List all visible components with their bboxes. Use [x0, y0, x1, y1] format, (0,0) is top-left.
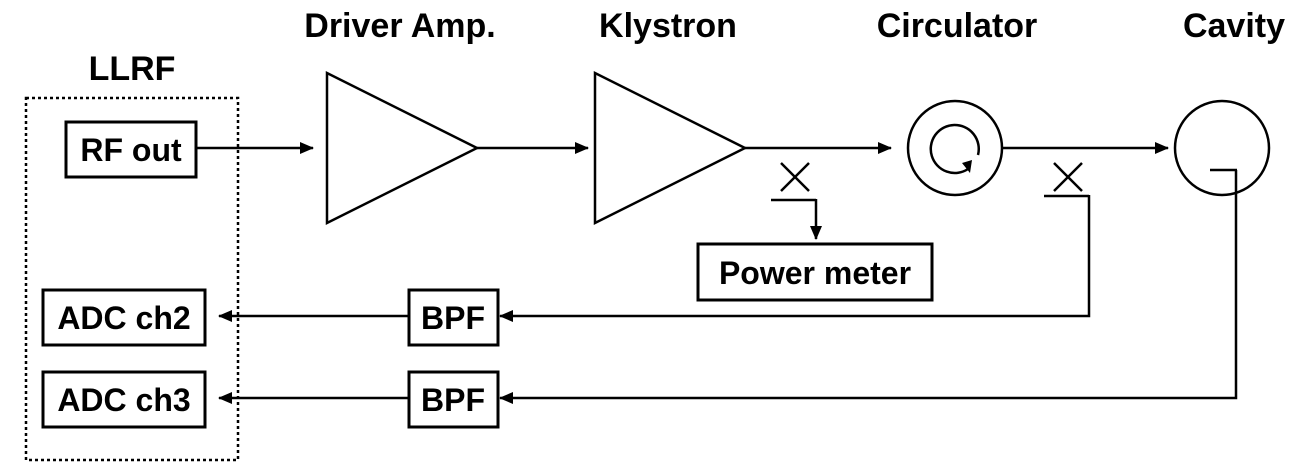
cavity-label: Cavity — [1183, 7, 1285, 45]
rf-out-label: RF out — [80, 132, 182, 168]
bpf-lower-label: BPF — [421, 382, 485, 418]
klystron-triangle — [593, 70, 748, 226]
power-meter-box: Power meter — [696, 242, 934, 302]
adc-ch2-label: ADC ch2 — [57, 300, 190, 336]
bpf-upper-box: BPF — [407, 288, 500, 347]
llrf-enclosure — [24, 96, 240, 462]
bpf-upper-label: BPF — [421, 300, 485, 336]
driver-amp-triangle — [325, 70, 480, 226]
llrf-label: LLRF — [89, 50, 176, 88]
klystron-label: Klystron — [599, 7, 737, 45]
cavity-symbol — [1173, 99, 1271, 197]
adc-ch3-box: ADC ch3 — [41, 370, 207, 429]
adc-ch3-label: ADC ch3 — [57, 382, 190, 418]
rf-out-box: RF out — [64, 120, 198, 179]
circulator-symbol — [906, 99, 1004, 197]
directional-coupler-1 — [771, 162, 822, 240]
directional-coupler-2 — [499, 162, 1091, 322]
adc-ch2-box: ADC ch2 — [41, 288, 207, 347]
power-meter-label: Power meter — [719, 255, 911, 291]
driver-amp-label: Driver Amp. — [304, 7, 495, 45]
cavity-pickup-line — [499, 170, 1238, 404]
circulator-label: Circulator — [877, 7, 1038, 45]
bpf-lower-box: BPF — [407, 370, 500, 429]
